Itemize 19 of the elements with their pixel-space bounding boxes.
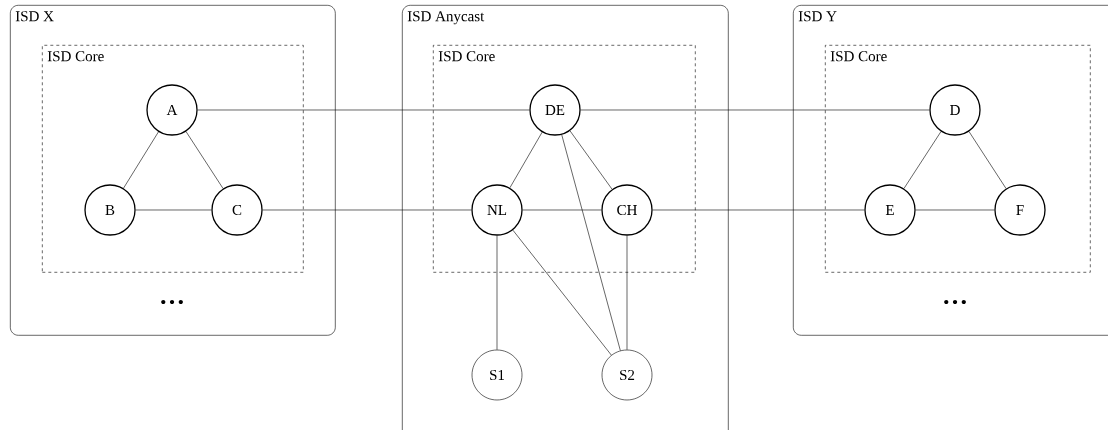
connection-line <box>262 209 472 211</box>
connection-line <box>496 235 498 350</box>
ellipsis: … <box>161 299 183 305</box>
connection-line <box>123 131 159 189</box>
connection-line <box>512 229 612 356</box>
connection-line <box>915 209 995 211</box>
connection-line <box>626 235 628 350</box>
connection-line <box>903 131 942 189</box>
connection-line <box>580 109 930 111</box>
connection-line <box>561 134 621 351</box>
connection-line <box>968 131 1007 189</box>
connection-line <box>509 131 543 189</box>
connection-line <box>197 109 530 111</box>
connection-line <box>652 209 865 211</box>
connection-line <box>522 209 602 211</box>
connection-line <box>135 209 212 211</box>
connection-line <box>569 130 613 190</box>
connection-line <box>185 131 224 189</box>
ellipsis: … <box>944 299 966 305</box>
